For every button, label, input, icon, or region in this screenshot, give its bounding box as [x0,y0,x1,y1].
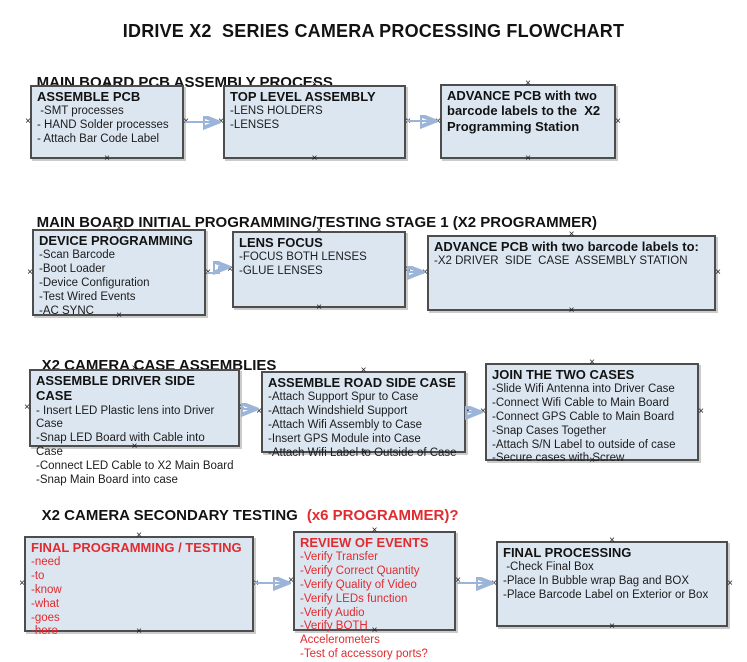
box-item: -what [31,597,60,610]
section-heading-initial-programming: MAIN BOARD INITIAL PROGRAMMING/TESTING S… [20,197,597,248]
box-item: -Test Wired Events [39,290,136,303]
box-item: -Check Final Box [503,561,594,574]
box-item: -Verify Correct Quantity [300,565,420,578]
box-assemble-driver-side-case[interactable]: ASSEMBLE DRIVER SIDE CASE - Insert LED P… [24,364,245,486]
box-advance-pcb-to-programming-station[interactable]: ADVANCE PCB with two barcode labels to t… [435,79,621,164]
box-title: ADVANCE PCB with two barcode labels to: [434,239,699,254]
box-advance-pcb-to-driver-side-station[interactable]: ADVANCE PCB with two barcode labels to: … [422,230,721,316]
box-item: -SMT processes [37,105,124,118]
box-title: ASSEMBLE ROAD SIDE CASE [268,375,456,390]
box-items: -SMT processes- HAND Solder processes- A… [37,105,178,146]
box-item: -Attach S/N Label to outside of case [492,438,676,451]
box-items: - Insert LED Plastic lens into Driver Ca… [36,405,234,488]
section-heading-secondary-testing: X2 CAMERA SECONDARY TESTING (x6 PROGRAMME… [25,490,459,541]
box-item: - HAND Solder processes [37,119,169,132]
box-item: -Secure cases with Screw [492,452,625,465]
box-items: -LENS HOLDERS-LENSES [230,105,400,133]
box-item: -Place In Bubble wrap Bag and BOX [503,575,690,588]
box-review-of-events[interactable]: REVIEW OF EVENTS -Verify Transfer-Verify… [288,526,461,660]
box-top-level-assembly[interactable]: TOP LEVEL ASSEMBLY -LENS HOLDERS-LENSES … [218,80,411,164]
box-item: -Verify LEDs function [300,592,408,605]
box-item: -Verify BOTH Accelerometers [300,620,380,647]
box-item: -Connect Wifi Cable to Main Board [492,397,670,410]
box-title: TOP LEVEL ASSEMBLY [230,89,376,104]
box-item: - Insert LED Plastic lens into Driver Ca… [36,404,218,431]
box-item: -AC SYNC [39,304,94,317]
box-item: -FOCUS BOTH LENSES [239,251,367,264]
page-title: IDRIVE X2 SERIES CAMERA PROCESSING FLOWC… [122,21,625,41]
box-item: -know [31,583,62,596]
box-item: -here [31,625,58,638]
box-title: LENS FOCUS [239,235,323,250]
box-item: -need [31,556,61,569]
box-title: ADVANCE PCB with two barcode labels to t… [447,88,604,134]
box-title: FINAL PROCESSING [503,545,632,560]
box-item: -Attach Wifi Assembly to Case [268,418,423,431]
box-item: -Snap Cases Together [492,424,607,437]
box-item: - Attach Bar Code Label [37,132,160,145]
box-item: -LENSES [230,119,280,132]
box-items: -FOCUS BOTH LENSES-GLUE LENSES [239,251,400,279]
box-items: -Check Final Box-Place In Bubble wrap Ba… [503,561,722,602]
box-join-the-two-cases[interactable]: JOIN THE TWO CASES -Slide Wifi Antenna i… [480,358,704,466]
section-heading-red-text: (x6 PROGRAMMER)? [306,507,459,524]
box-item: -GLUE LENSES [239,265,323,278]
box-item: -Snap Main Board into case [36,473,178,486]
box-lens-focus[interactable]: LENS FOCUS -FOCUS BOTH LENSES-GLUE LENSE… [227,226,411,313]
box-item: -Slide Wifi Antenna into Driver Case [492,383,675,396]
box-item: -Insert GPS Module into Case [268,432,421,445]
box-item: -LENS HOLDERS [230,105,323,118]
box-item: -Test of accessory ports? [300,647,428,660]
box-item: -Verify Quality of Video [300,578,417,591]
box-items: -Scan Barcode-Boot Loader-Device Configu… [39,249,200,318]
box-items: -X2 DRIVER SIDE CASE ASSEMBLY STATION [434,255,710,269]
box-title: DEVICE PROGRAMMING [39,233,193,248]
box-items: -Attach Support Spur to Case-Attach Wind… [268,391,460,460]
section-heading-text: MAIN BOARD INITIAL PROGRAMMING/TESTING S… [36,214,597,231]
box-item: -Verify Transfer [300,551,378,564]
box-title: ASSEMBLE PCB [37,89,141,104]
box-item: -X2 DRIVER SIDE CASE ASSEMBLY STATION [434,255,688,268]
box-title: JOIN THE TWO CASES [492,367,635,382]
box-title: REVIEW OF EVENTS [300,535,429,550]
box-item: -Device Configuration [39,276,150,289]
box-item: -to [31,570,45,583]
box-items: -Verify Transfer-Verify Correct Quantity… [300,551,450,661]
box-item: -Attach Windshield Support [268,405,408,418]
section-heading-text: X2 CAMERA SECONDARY TESTING [41,507,298,524]
box-item: -Connect GPS Cable to Main Board [492,410,675,423]
box-item: -Verify Audio [300,606,365,619]
box-item: -goes [31,611,60,624]
box-final-processing[interactable]: FINAL PROCESSING -Check Final Box-Place … [491,536,733,632]
box-item: -Place Barcode Label on Exterior or Box [503,588,709,601]
box-item: -Boot Loader [39,263,106,276]
box-item: -Attach Support Spur to Case [268,391,419,404]
box-items: -Slide Wifi Antenna into Driver Case-Con… [492,383,693,466]
box-items: -need-to-know-what-goes-here [31,556,248,639]
box-title: ASSEMBLE DRIVER SIDE CASE [36,373,199,404]
box-item: -Scan Barcode [39,249,116,262]
box-assemble-pcb[interactable]: ASSEMBLE PCB -SMT processes- HAND Solder… [25,80,189,164]
box-final-programming-testing[interactable]: FINAL PROGRAMMING / TESTING -need-to-kno… [19,531,259,638]
box-item: -Connect LED Cable to X2 Main Board [36,459,234,472]
box-assemble-road-side-case[interactable]: ASSEMBLE ROAD SIDE CASE -Attach Support … [256,366,471,459]
box-item: -Snap LED Board with Cable into Case [36,432,208,459]
connector-arrow-row2-a[interactable] [207,267,226,273]
box-title: FINAL PROGRAMMING / TESTING [31,540,242,555]
box-item: -Attach Wifi Label to Outside of Case [268,446,457,459]
